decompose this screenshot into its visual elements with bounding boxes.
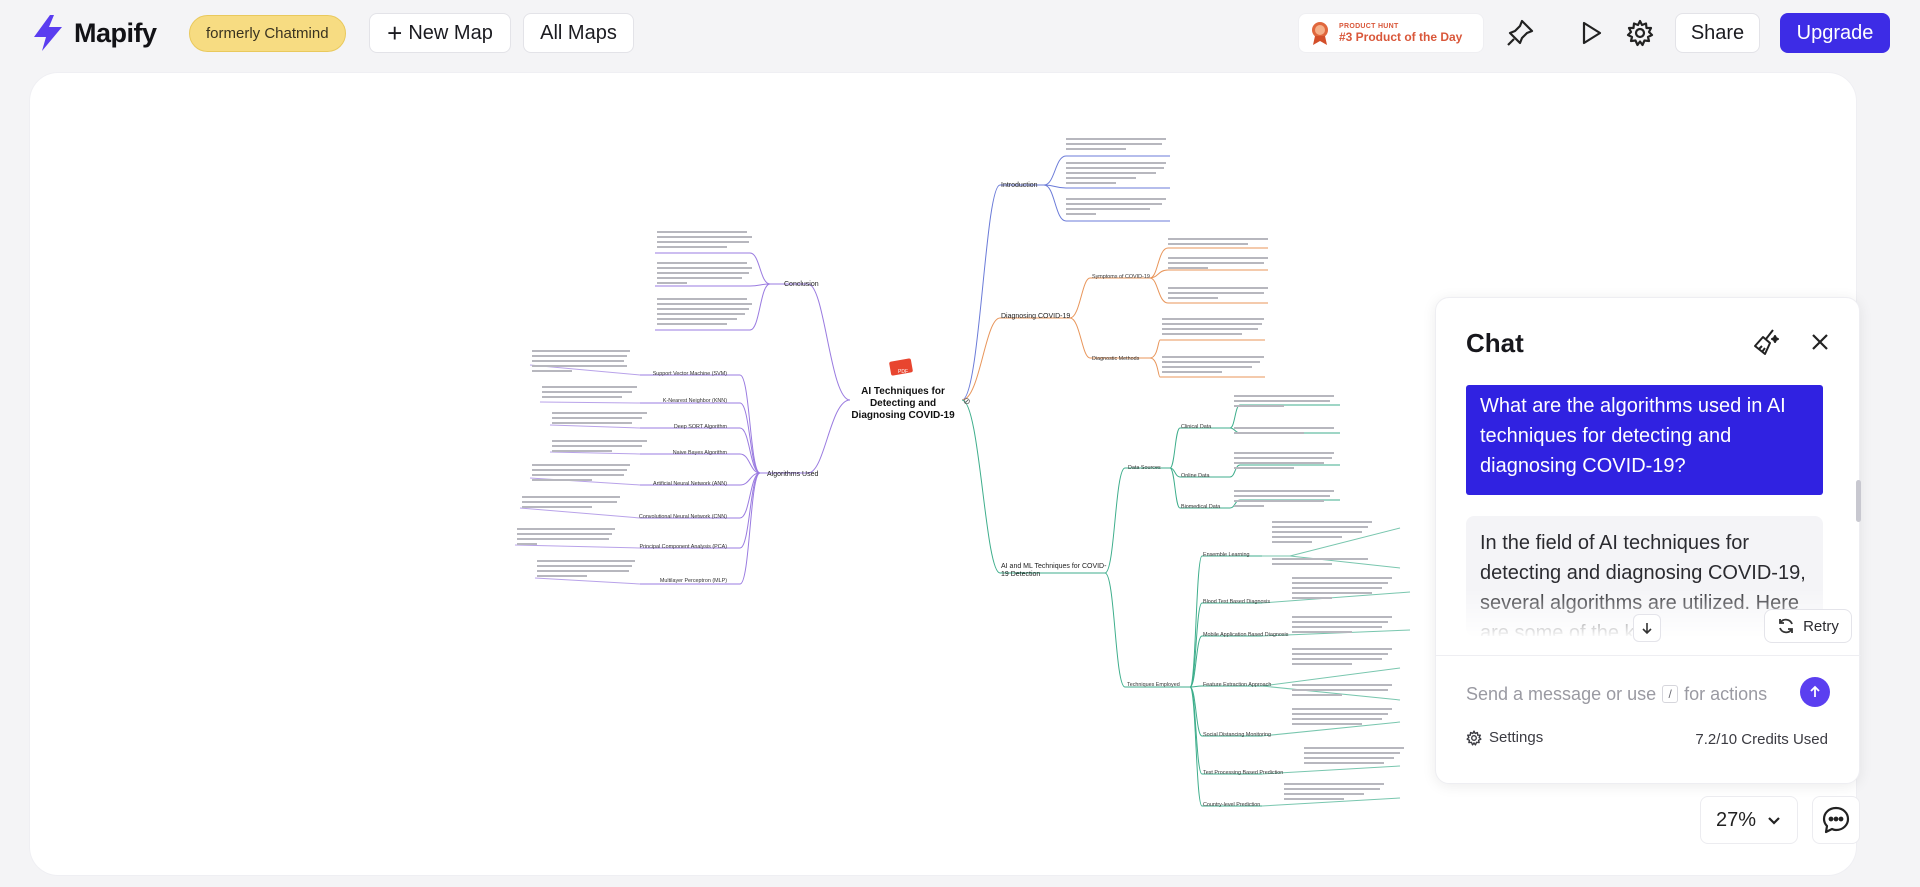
branch-algorithms[interactable]: Algorithms Used: [767, 471, 818, 478]
lightning-logo-icon: [34, 15, 62, 51]
logo-text: Mapify: [74, 17, 157, 48]
share-button[interactable]: Share: [1675, 13, 1760, 53]
sub-blood[interactable]: Blood Test Based Diagnosis: [1203, 599, 1270, 605]
root-node[interactable]: PDF AI Techniques for Detecting and Diag…: [851, 358, 971, 421]
sub-ann[interactable]: Artificial Neural Network (ANN): [653, 481, 727, 487]
input-placeholder-a: Send a message or use: [1466, 683, 1657, 704]
svg-text:AI Techniques for: AI Techniques for: [861, 386, 945, 397]
close-icon[interactable]: [1806, 328, 1834, 356]
sub-symptoms[interactable]: Symptoms of COVID-19: [1092, 274, 1150, 280]
sub-data-sources[interactable]: Data Sources: [1128, 465, 1161, 471]
input-placeholder-b: for actions: [1684, 683, 1768, 704]
product-of-day-label: #3 Product of the Day: [1339, 29, 1463, 44]
plus-icon: +: [387, 18, 403, 48]
svg-text:Detecting and: Detecting and: [870, 398, 936, 409]
sub-ensemble[interactable]: Ensemble Learning: [1203, 552, 1249, 558]
new-map-button[interactable]: + New Map: [369, 13, 511, 53]
sub-clinical[interactable]: Clinical Data: [1181, 424, 1211, 430]
product-hunt-label: PRODUCT HUNT: [1339, 22, 1399, 30]
sub-text[interactable]: Text Processing Based Prediction: [1203, 770, 1283, 776]
branch-introduction[interactable]: Introduction: [1001, 182, 1038, 189]
slash-key: /: [1662, 685, 1679, 703]
svg-text:Diagnosing COVID-19: Diagnosing COVID-19: [851, 410, 955, 421]
medal-icon: [1312, 22, 1328, 45]
sub-biomedical[interactable]: Biomedical Data: [1181, 504, 1220, 510]
pin-icon[interactable]: [1503, 16, 1537, 50]
leaf-text-blocks: [517, 138, 1404, 800]
branch-ai-ml[interactable]: AI and ML Techniques for COVID-: [1001, 563, 1107, 570]
product-hunt-badge[interactable]: PRODUCT HUNT #3 Product of the Day: [1298, 13, 1484, 53]
present-play-icon[interactable]: [1574, 16, 1608, 50]
branch-conclusion[interactable]: Conclusion: [784, 281, 819, 288]
new-map-label: New Map: [408, 21, 493, 44]
clear-chat-broom-icon[interactable]: [1751, 327, 1781, 357]
gear-icon[interactable]: [1623, 16, 1657, 50]
svg-text:⊘: ⊘: [963, 396, 971, 406]
sub-mobile[interactable]: Mobile Application Based Diagnosis: [1203, 632, 1289, 638]
user-question-bubble: What are the algorithms used in AI techn…: [1466, 385, 1823, 495]
chat-toggle-button[interactable]: [1812, 796, 1860, 844]
zoom-dropdown[interactable]: 27%: [1700, 796, 1798, 844]
top-bar: Mapify formerly Chatmind + New Map All M…: [0, 0, 1920, 66]
chat-bubble-icon: [1822, 806, 1850, 834]
chat-settings-button[interactable]: Settings: [1466, 729, 1543, 746]
formerly-badge: formerly Chatmind: [189, 15, 346, 52]
gear-icon: [1466, 729, 1482, 746]
sub-social[interactable]: Social Distancing Monitoring: [1203, 732, 1271, 738]
all-maps-button[interactable]: All Maps: [523, 13, 634, 53]
chat-panel: Chat What are the algorithms used in AI …: [1435, 297, 1861, 784]
svg-text:PDF: PDF: [898, 369, 908, 375]
credits-used: 7.2/10 Credits Used: [1695, 731, 1828, 748]
retry-button[interactable]: Retry: [1764, 609, 1852, 643]
retry-label: Retry: [1803, 617, 1839, 635]
arrow-up-icon: [1810, 685, 1820, 697]
arrow-down-icon: [1642, 623, 1652, 635]
send-button[interactable]: [1800, 677, 1830, 707]
sub-diagnostic-methods[interactable]: Diagnostic Methods: [1092, 356, 1140, 362]
sub-techniques[interactable]: Techniques Employed: [1127, 682, 1180, 688]
sub-online[interactable]: Online Data: [1181, 473, 1209, 479]
sub-cnn[interactable]: Convolutional Neural Network (CNN): [639, 514, 727, 520]
chat-scrollbar[interactable]: [1856, 480, 1861, 522]
sub-knn[interactable]: K-Nearest Neighbor (KNN): [663, 398, 727, 404]
sub-svm[interactable]: Support Vector Machine (SVM): [653, 371, 728, 377]
upgrade-button[interactable]: Upgrade: [1780, 13, 1890, 53]
chat-divider: [1436, 655, 1861, 656]
sub-deepsort[interactable]: Deep SORT Algorithm: [674, 424, 728, 430]
chevron-down-icon: [1768, 817, 1780, 825]
sub-nb[interactable]: Naive Bayes Algorithm: [673, 450, 728, 456]
scroll-down-button[interactable]: [1633, 614, 1661, 642]
zoom-level: 27%: [1715, 808, 1757, 831]
settings-label: Settings: [1489, 729, 1544, 746]
chat-title: Chat: [1466, 328, 1524, 358]
sub-feature[interactable]: Feature Extraction Approach: [1203, 682, 1271, 688]
sub-pca[interactable]: Principal Component Analysis (PCA): [640, 544, 728, 550]
mapify-logo[interactable]: Mapify: [28, 13, 157, 53]
sub-country[interactable]: Country-level Prediction: [1203, 802, 1260, 808]
branch-ai-ml-2: 19 Detection: [1001, 571, 1040, 578]
chat-message-input[interactable]: Send a message or use / for actions: [1466, 678, 1796, 710]
refresh-icon: [1779, 618, 1793, 634]
branch-diagnosing[interactable]: Diagnosing COVID-19: [1001, 313, 1070, 320]
sub-mlp[interactable]: Multilayer Perceptron (MLP): [660, 578, 727, 584]
